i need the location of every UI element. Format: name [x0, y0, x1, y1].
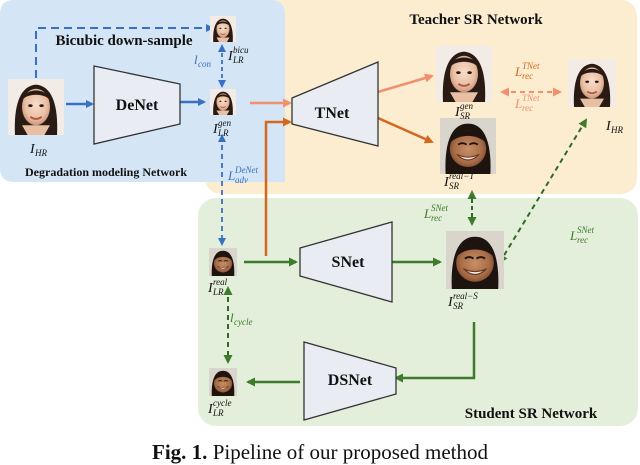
svg-text:l: l — [230, 310, 234, 325]
snet-rec-loss-arrow-2 — [498, 118, 588, 264]
student-region-label: Student SR Network — [465, 406, 598, 422]
svg-text:I: I — [605, 119, 612, 134]
label-i-sr-gen: I gen SR — [454, 101, 473, 121]
svg-text:I: I — [207, 402, 214, 417]
degradation-region-label: Degradation modeling Network — [25, 165, 187, 179]
svg-text:adv: adv — [235, 175, 248, 185]
svg-text:cycle: cycle — [234, 317, 252, 327]
hr-target-image — [568, 57, 616, 109]
snet-block: SNet — [299, 221, 393, 303]
dsnet-label: DSNet — [328, 372, 373, 389]
svg-text:L: L — [569, 228, 577, 243]
svg-text:LR: LR — [212, 408, 224, 418]
tnet-block: TNet — [291, 61, 379, 147]
svg-text:TNet: TNet — [522, 61, 540, 71]
label-l-con: l con — [194, 52, 211, 69]
svg-text:HR: HR — [34, 148, 47, 158]
tnet-label: TNet — [315, 105, 350, 122]
svg-text:I: I — [447, 295, 454, 310]
tnet-to-srgen-arrow — [377, 73, 434, 94]
svg-text:SR: SR — [453, 301, 464, 311]
svg-text:L: L — [423, 206, 431, 221]
sr-gen-image — [436, 44, 492, 104]
svg-text:I: I — [454, 105, 461, 120]
svg-text:cycle: cycle — [213, 398, 231, 408]
svg-text:I: I — [443, 175, 450, 190]
pipeline-diagram: Teacher SR Network Student SR Network De… — [0, 0, 638, 426]
label-l-rec-snet-1: L SNet rec — [423, 203, 448, 223]
label-l-rec-tnet-1: L TNet rec — [514, 61, 540, 81]
svg-text:DeNet: DeNet — [234, 165, 258, 175]
label-i-lr-real: I real LR — [207, 277, 228, 297]
lr-bicu-image — [210, 15, 236, 43]
teacher-region-label: Teacher SR Network — [409, 12, 543, 28]
lr-gen-image — [210, 88, 236, 116]
figure-number: Fig. 1. — [152, 440, 208, 464]
svg-text:real: real — [213, 277, 228, 287]
bicubic-label: Bicubic down-sample — [55, 33, 192, 49]
svg-text:SNet: SNet — [431, 203, 448, 213]
svg-text:L: L — [514, 64, 522, 79]
svg-text:I: I — [29, 142, 36, 157]
label-i-hr-right: I HR — [605, 119, 623, 135]
svg-text:real−T: real−T — [449, 171, 475, 181]
svg-text:SNet: SNet — [577, 225, 594, 235]
svg-text:I: I — [212, 122, 219, 137]
svg-text:I: I — [207, 281, 214, 296]
svg-text:LR: LR — [217, 128, 229, 138]
label-l-cycle: l cycle — [230, 310, 252, 327]
hr-input-image — [8, 77, 64, 137]
svg-text:SR: SR — [460, 111, 471, 121]
label-i-lr-gen: I gen LR — [212, 118, 231, 138]
denet-label: DeNet — [116, 97, 159, 114]
label-i-sr-real-s: I real−S SR — [447, 291, 478, 311]
svg-text:SR: SR — [449, 181, 460, 191]
svg-text:con: con — [198, 59, 211, 69]
svg-text:gen: gen — [460, 101, 473, 111]
sr-real-t-image — [440, 118, 496, 174]
svg-text:TNet: TNet — [522, 93, 540, 103]
figure-caption-text: Pipeline of our proposed method — [207, 440, 488, 464]
label-l-rec-tnet-2: L TNet rec — [514, 93, 540, 113]
svg-text:LR: LR — [212, 287, 224, 297]
lrreal-to-tnet-arrow — [264, 117, 292, 256]
svg-text:l: l — [194, 52, 198, 67]
lr-cycle-image — [208, 368, 238, 396]
tnet-to-srrealt-arrow — [377, 116, 434, 144]
svg-text:rec: rec — [522, 71, 533, 81]
label-i-lr-cycle: I cycle LR — [207, 398, 231, 418]
sr-real-s-image — [446, 230, 504, 290]
svg-text:L: L — [514, 96, 522, 111]
svg-text:L: L — [227, 168, 235, 183]
figure-caption: Fig. 1. Pipeline of our proposed method — [0, 440, 640, 465]
svg-text:real−S: real−S — [453, 291, 478, 301]
svg-text:rec: rec — [522, 103, 533, 113]
label-i-hr-left: I HR — [29, 142, 47, 158]
srreals-to-dsnet-arrow — [394, 322, 476, 383]
svg-text:HR: HR — [610, 125, 623, 135]
dsnet-block: DSNet — [303, 341, 397, 421]
svg-text:gen: gen — [218, 118, 231, 128]
label-l-rec-snet-2: L SNet rec — [569, 225, 594, 245]
denet-block: DeNet — [93, 65, 181, 145]
label-l-adv: L DeNet adv — [227, 165, 258, 185]
svg-text:I: I — [227, 49, 234, 64]
bicubic-arrow — [35, 24, 214, 78]
snet-label: SNet — [332, 254, 366, 271]
svg-text:LR: LR — [232, 55, 244, 65]
svg-text:bicu: bicu — [233, 45, 249, 55]
label-i-lr-bicu: I bicu LR — [227, 45, 249, 65]
svg-text:rec: rec — [431, 213, 442, 223]
lr-real-image — [208, 248, 238, 276]
label-i-sr-real-t: I real−T SR — [443, 171, 475, 191]
svg-text:rec: rec — [577, 235, 588, 245]
